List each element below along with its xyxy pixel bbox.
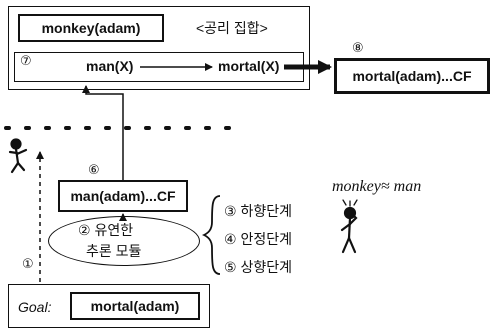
result-marker: ⑧ [352, 40, 364, 55]
rule-conclusion: mortal(X) [218, 58, 280, 74]
thinking-figure-icon [340, 199, 358, 254]
stage-3-label: 상향단계 [240, 259, 292, 275]
stage-2: ④ 안정단계 [224, 229, 292, 249]
stage-1: ③ 하향단계 [224, 201, 292, 221]
result-box: mortal(adam)...CF [334, 58, 490, 94]
fact-monkey-adam: monkey(adam) [18, 14, 164, 42]
stage-1-label: 하향단계 [240, 203, 292, 219]
similarity-note: monkey≈ man [332, 178, 422, 195]
module-line1-text: 유연한 [94, 222, 134, 238]
goal-box [8, 284, 210, 328]
axiom-set-title: <공리 집합> [196, 20, 268, 36]
axiom-set-box [8, 6, 310, 90]
inferred-marker: ⑥ [88, 162, 100, 177]
inferred-box: man(adam)...CF [58, 180, 188, 212]
stage-3: ⑤ 상향단계 [224, 257, 292, 277]
climbing-figure-icon [8, 138, 28, 174]
goal-marker: ① [22, 256, 34, 271]
module-line1: ② 유연한 [78, 220, 133, 240]
stage-1-marker: ③ [224, 203, 237, 219]
goal-label: Goal: [18, 299, 52, 315]
rule-premise: man(X) [86, 58, 134, 74]
stage-brace [201, 195, 221, 275]
stage-2-label: 안정단계 [240, 231, 292, 247]
stage-2-marker: ④ [224, 231, 237, 247]
inferred-to-rule-arrow [82, 85, 124, 180]
stage-3-marker: ⑤ [224, 259, 237, 275]
module-line2: 추론 모듈 [86, 243, 142, 259]
goal-value: mortal(adam) [70, 292, 200, 320]
rule-marker: ⑦ [20, 53, 32, 68]
module-marker: ② [78, 222, 91, 238]
